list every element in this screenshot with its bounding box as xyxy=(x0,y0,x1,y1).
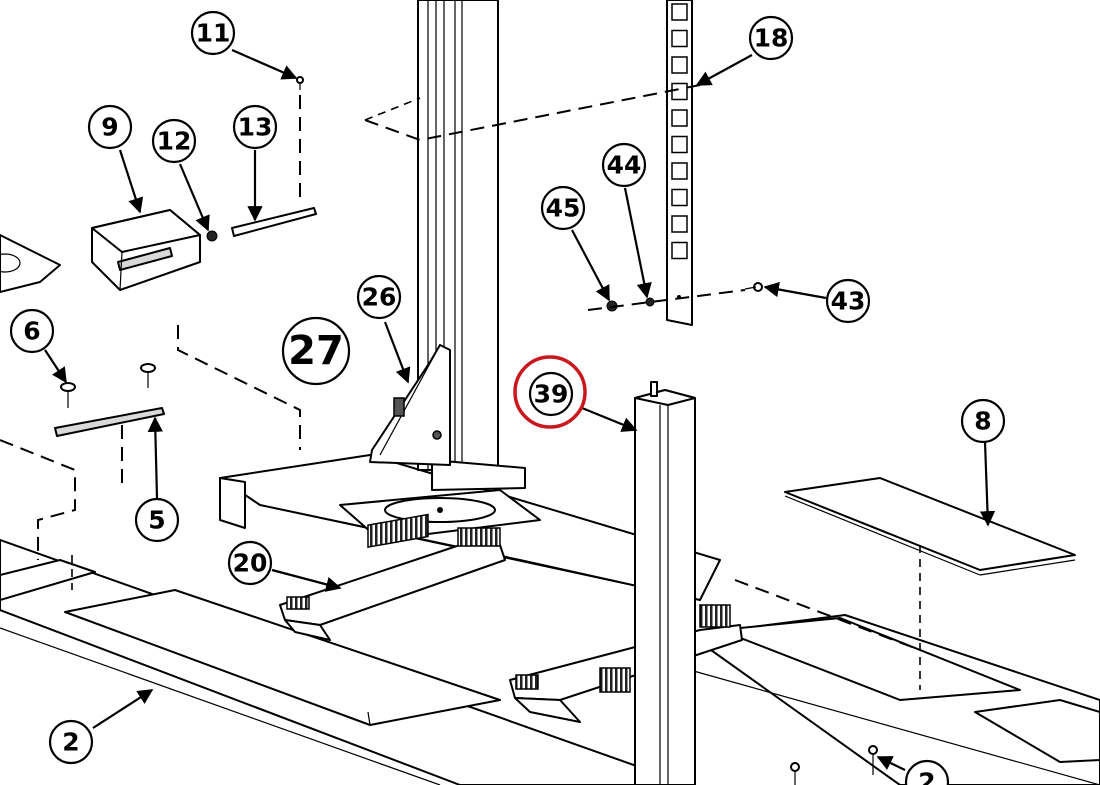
bolt-left xyxy=(60,382,76,408)
assembly-lines xyxy=(0,84,921,690)
ladder-slot xyxy=(671,56,688,74)
callout-2-lower-right: 2 xyxy=(904,759,950,785)
callout-43: 43 xyxy=(825,278,871,324)
callout-45: 45 xyxy=(540,185,586,231)
callout-39-highlight-ring xyxy=(513,355,587,429)
callout-26-label: 26 xyxy=(362,283,397,312)
callout-2-label-right: 2 xyxy=(918,768,935,785)
callout-11: 11 xyxy=(190,10,236,56)
callout-5-label: 5 xyxy=(148,506,165,535)
callout-8-label: 8 xyxy=(974,407,991,436)
column-bracket xyxy=(369,344,451,466)
callout-43-label: 43 xyxy=(831,287,866,316)
ladder-slot xyxy=(671,241,688,260)
ladder-slot xyxy=(671,3,688,21)
floor-bolts xyxy=(790,745,878,785)
callout-9: 9 xyxy=(87,104,133,150)
ladder-slot xyxy=(671,215,688,233)
bolt-right xyxy=(140,363,156,388)
callout-27: 27 xyxy=(281,316,351,386)
callout-45-label: 45 xyxy=(546,194,581,223)
callout-44: 44 xyxy=(601,142,647,188)
callout-6: 6 xyxy=(9,308,55,354)
runway-platform xyxy=(0,539,1100,785)
callout-6-label: 6 xyxy=(23,317,40,346)
callout-39: 39 xyxy=(513,355,587,429)
callout-5: 5 xyxy=(134,497,180,543)
callout-9-label: 9 xyxy=(101,113,118,142)
side-plate-fragment xyxy=(0,234,61,293)
callout-20: 20 xyxy=(227,540,273,586)
callout-12-label: 12 xyxy=(157,127,192,156)
small-hardware xyxy=(206,76,317,242)
callout-44-label: 44 xyxy=(607,151,642,180)
callout-39-label: 39 xyxy=(534,380,569,409)
callout-13-label: 13 xyxy=(238,113,273,142)
callout-2-lower-left: 2 xyxy=(48,719,94,765)
lock-bar xyxy=(54,363,165,437)
ladder-slot xyxy=(671,82,688,101)
slide-arm-left xyxy=(279,513,506,641)
callout-18: 18 xyxy=(748,15,794,61)
ladder-slot xyxy=(671,29,688,48)
callout-18-label: 18 xyxy=(754,24,789,53)
front-post xyxy=(634,381,696,785)
callout-27-label: 27 xyxy=(288,328,344,374)
callout-26: 26 xyxy=(356,274,402,320)
ladder-slot xyxy=(671,188,688,207)
ladder-slot xyxy=(671,109,688,127)
callout-8: 8 xyxy=(960,398,1006,444)
leader-lines xyxy=(44,48,996,771)
lock-block xyxy=(91,209,201,291)
callout-11-label: 11 xyxy=(196,19,231,48)
lock-ladder xyxy=(666,0,693,326)
ladder-slot xyxy=(671,162,688,180)
callout-12: 12 xyxy=(151,118,197,164)
slide-arm-right xyxy=(509,604,743,723)
callout-13: 13 xyxy=(232,104,278,150)
cover-plate xyxy=(784,477,1076,576)
callout-2-label: 2 xyxy=(62,728,79,757)
ladder-slot xyxy=(671,135,688,154)
callout-20-label: 20 xyxy=(233,549,268,578)
